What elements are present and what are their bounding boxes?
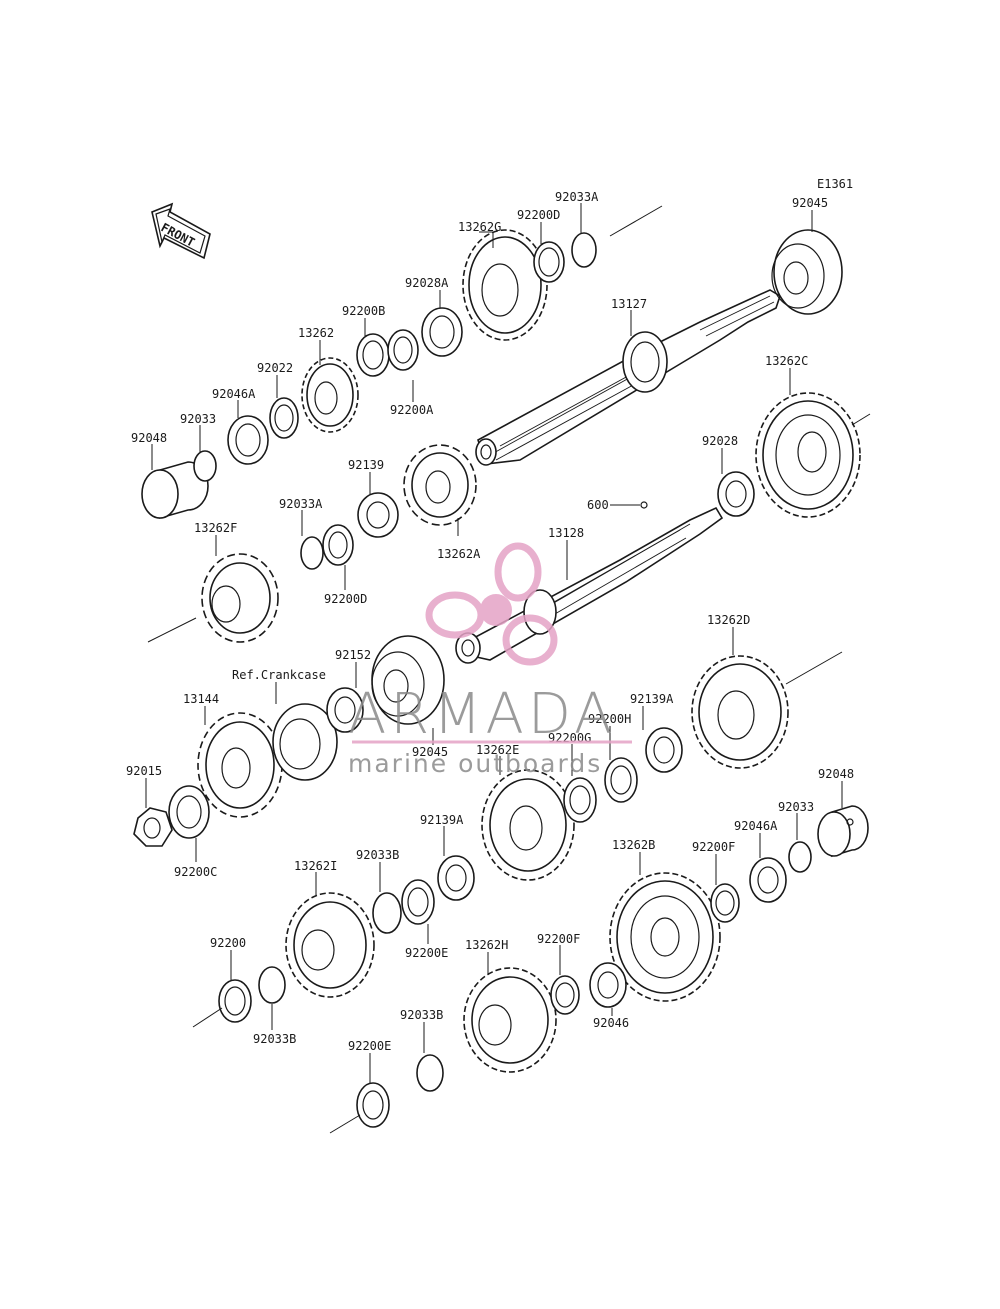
part-600-marker bbox=[640, 501, 648, 509]
axis-lines bbox=[147, 205, 871, 1134]
label-13262G: 13262G bbox=[458, 220, 501, 234]
label-13262I: 13262I bbox=[294, 859, 337, 873]
label-92046A-left: 92046A bbox=[212, 387, 256, 401]
label-13127: 13127 bbox=[611, 297, 647, 311]
needle-bearing-92046A-right bbox=[749, 857, 787, 903]
label-600: 600 bbox=[587, 498, 609, 512]
label-92139A-mid: 92139A bbox=[420, 813, 464, 827]
label-92033B-top: 92033B bbox=[356, 848, 399, 862]
label-92200: 92200 bbox=[210, 936, 246, 950]
needle-bearing-92046 bbox=[589, 962, 627, 1008]
label-ref-crankcase: Ref.Crankcase bbox=[232, 668, 326, 682]
watermark-tagline: marine outboards bbox=[348, 749, 602, 778]
label-92200E-bottom: 92200E bbox=[348, 1039, 391, 1053]
label-13262E: 13262E bbox=[476, 743, 519, 757]
label-92033A-top: 92033A bbox=[555, 190, 599, 204]
gear-13262G bbox=[462, 229, 548, 341]
label-92200E-mid: 92200E bbox=[405, 946, 448, 960]
label-92033-left: 92033 bbox=[180, 412, 216, 426]
label-92033A-mid: 92033A bbox=[279, 497, 323, 511]
needle-bearing-92028A bbox=[421, 307, 463, 357]
diagram-code: E1361 bbox=[817, 177, 853, 191]
gear-13262A bbox=[403, 444, 477, 526]
bearing-92045-top bbox=[771, 229, 843, 315]
leader-lines bbox=[145, 203, 843, 1083]
label-92033B-left: 92033B bbox=[253, 1032, 296, 1046]
gear-13262H bbox=[463, 967, 557, 1073]
label-13128: 13128 bbox=[548, 526, 584, 540]
crankcase-ring bbox=[272, 703, 338, 781]
gear-13262 bbox=[301, 357, 359, 433]
label-92139: 92139 bbox=[348, 458, 384, 472]
label-92045-top: 92045 bbox=[792, 196, 828, 210]
gear-13144 bbox=[197, 712, 283, 818]
nut-92015 bbox=[133, 807, 173, 847]
label-92015: 92015 bbox=[126, 764, 162, 778]
label-13262F: 13262F bbox=[194, 521, 237, 535]
label-92200C: 92200C bbox=[174, 865, 217, 879]
label-92139A-right: 92139A bbox=[630, 692, 674, 706]
label-92028A: 92028A bbox=[405, 276, 449, 290]
needle-bearing-92139A-right bbox=[645, 727, 683, 773]
label-92200H: 92200H bbox=[588, 712, 631, 726]
collar-92152 bbox=[326, 687, 364, 733]
label-92200B: 92200B bbox=[342, 304, 385, 318]
label-92048-left: 92048 bbox=[131, 431, 167, 445]
washer-set bbox=[168, 232, 812, 1128]
label-13262: 13262 bbox=[298, 326, 334, 340]
propeller-logo-icon bbox=[425, 542, 558, 666]
label-13262D: 13262D bbox=[707, 613, 750, 627]
bearing-92045-mid bbox=[371, 635, 445, 725]
shaft-13127 bbox=[475, 289, 781, 466]
label-92152: 92152 bbox=[335, 648, 371, 662]
label-13262A: 13262A bbox=[437, 547, 481, 561]
label-92200A: 92200A bbox=[390, 403, 434, 417]
label-92033-right: 92033 bbox=[778, 800, 814, 814]
needle-bearing-92139A-mid bbox=[437, 855, 475, 901]
label-92045-mid: 92045 bbox=[412, 745, 448, 759]
label-92033B-bottom: 92033B bbox=[400, 1008, 443, 1022]
needle-bearing-92046A-left bbox=[227, 415, 269, 465]
label-92022: 92022 bbox=[257, 361, 293, 375]
label-92048-right: 92048 bbox=[818, 767, 854, 781]
gear-13262E bbox=[481, 769, 575, 881]
label-13262H: 13262H bbox=[465, 938, 508, 952]
gear-13262I bbox=[285, 892, 375, 998]
bushing-92048-right bbox=[817, 805, 869, 858]
label-92200D-mid: 92200D bbox=[324, 592, 367, 606]
part-labels: 92045 92033A 92200D 13262G 92028A 92200B… bbox=[126, 190, 854, 1053]
label-92200D-top: 92200D bbox=[517, 208, 560, 222]
label-13144: 13144 bbox=[183, 692, 219, 706]
label-13262B: 13262B bbox=[612, 838, 655, 852]
gear-13262F bbox=[201, 553, 279, 643]
needle-bearing-92028 bbox=[717, 471, 755, 517]
label-13262C: 13262C bbox=[765, 354, 808, 368]
shaft-13128 bbox=[455, 506, 724, 664]
watermark: ARMADA marine outboards bbox=[348, 542, 632, 778]
label-92046A-right: 92046A bbox=[734, 819, 778, 833]
label-92200F-mid: 92200F bbox=[537, 932, 580, 946]
needle-bearing-92139 bbox=[357, 492, 399, 538]
gear-13262B bbox=[609, 872, 721, 1002]
gear-13262C bbox=[755, 392, 861, 518]
label-92028: 92028 bbox=[702, 434, 738, 448]
label-92046: 92046 bbox=[593, 1016, 629, 1030]
watermark-brand: ARMADA bbox=[348, 682, 616, 747]
gear-13262D bbox=[691, 655, 789, 769]
front-arrow-icon: FRONT bbox=[151, 202, 211, 260]
label-92200F-right: 92200F bbox=[692, 840, 735, 854]
